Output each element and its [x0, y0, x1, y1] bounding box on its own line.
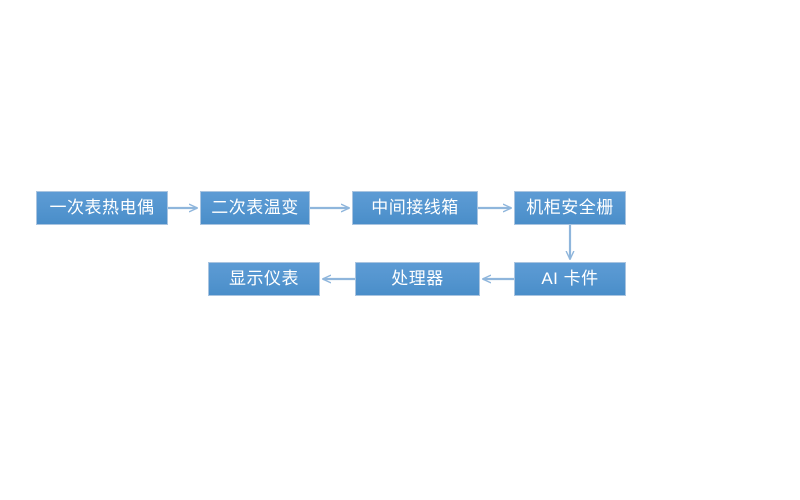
node-ai-card[interactable]: AI 卡件: [514, 262, 626, 296]
node-label: 中间接线箱: [371, 198, 459, 217]
node-label: AI 卡件: [541, 269, 599, 288]
node-primary-thermocouple[interactable]: 一次表热电偶: [36, 191, 168, 225]
node-junction-box[interactable]: 中间接线箱: [352, 191, 478, 225]
node-label: 机柜安全栅: [526, 198, 614, 217]
node-label: 二次表温变: [211, 198, 299, 217]
node-processor[interactable]: 处理器: [355, 262, 480, 296]
node-secondary-transmitter[interactable]: 二次表温变: [200, 191, 310, 225]
node-label: 显示仪表: [229, 269, 299, 288]
node-display-instrument[interactable]: 显示仪表: [208, 262, 320, 296]
node-cabinet-safety-barrier[interactable]: 机柜安全栅: [514, 191, 626, 225]
node-label: 一次表热电偶: [49, 198, 155, 217]
node-label: 处理器: [391, 269, 444, 288]
